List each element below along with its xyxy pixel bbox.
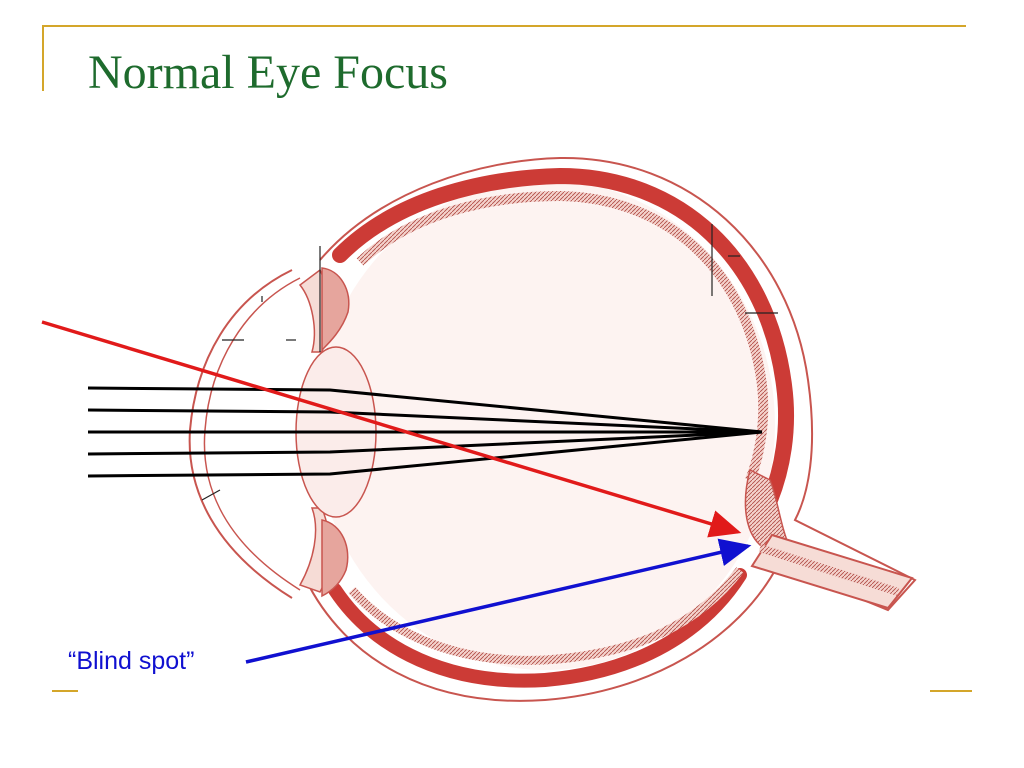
label-leader-ticks (201, 224, 778, 501)
cornea-inner (203, 277, 301, 591)
top-accent-rule (42, 25, 966, 27)
oblique-ray-arrow (41, 320, 742, 538)
choroid-layer-lower (328, 568, 747, 688)
choroid-layer (332, 167, 794, 508)
blind-spot-callout: “Blind spot” (68, 647, 195, 675)
light-ray (87, 386, 763, 434)
vitreous-body (315, 180, 775, 670)
light-ray (87, 408, 763, 434)
cornea (188, 269, 293, 599)
blind-spot-pointer (245, 538, 752, 664)
footer-accent-right (930, 690, 972, 692)
retina-layer (356, 190, 769, 482)
sclera (304, 156, 917, 702)
light-rays (87, 386, 763, 478)
footer-accent-left (52, 690, 78, 692)
light-ray (87, 430, 763, 478)
light-ray (87, 430, 763, 456)
optic-nerve-sheath (758, 544, 900, 596)
left-accent-rule (42, 25, 44, 91)
ciliary-body-upper (321, 267, 350, 352)
ciliary-body-lower (321, 519, 349, 598)
page-title: Normal Eye Focus (88, 46, 448, 99)
